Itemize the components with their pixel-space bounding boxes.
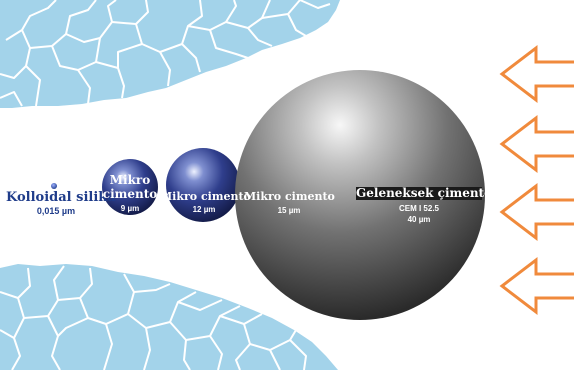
conventional-cement-label: Geleneksek çimento: [356, 186, 493, 200]
micro-cement-9-label-line1: Mikro: [109, 173, 151, 187]
micro-cement-15-size: 15 µm: [277, 206, 301, 215]
micro-cement-sphere-12um: [166, 148, 240, 222]
conventional-cement-size: 40 µm: [407, 215, 431, 224]
micro-cement-15-label: Mikro cimento: [244, 190, 335, 203]
micro-cement-12-size: 12 µm: [192, 205, 216, 214]
pressure-arrows: [499, 44, 574, 316]
pressure-arrow-icon: [499, 114, 574, 174]
pressure-arrow-icon: [499, 182, 574, 242]
colloidal-silica-size: 0,015 µm: [36, 206, 76, 216]
micro-cement-12-label: Mikro cimento: [160, 190, 251, 203]
bottom-rock-body: [0, 264, 338, 370]
micro-cement-9-label-line2: cimento: [102, 187, 158, 201]
pressure-arrow-icon: [499, 44, 574, 104]
top-rock-cracks: [0, 0, 331, 107]
colloidal-silica-particle: [51, 183, 57, 189]
micro-cement-sphere-9um: [102, 159, 158, 215]
bottom-rock: [0, 264, 338, 370]
bottom-rock-cracks: [0, 265, 307, 370]
colloidal-silica-label: Kolloidal silika: [6, 190, 116, 205]
micro-cement-9-size: 9 µm: [120, 204, 140, 213]
conventional-cement-type: CEM I 52.5: [398, 204, 439, 213]
pressure-arrow-icon: [499, 256, 574, 316]
top-rock: [0, 0, 340, 108]
